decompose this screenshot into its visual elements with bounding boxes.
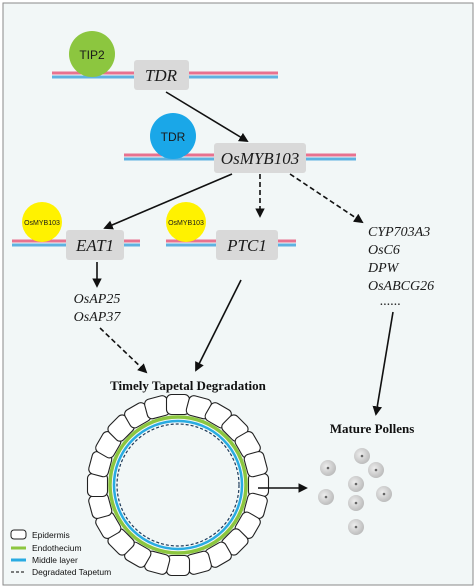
eat1-gene-box: EAT1 [66,230,124,260]
osap25-label: OsAP25 [74,292,121,307]
legend-label-degradated-tapetum: Degradated Tapetum [32,567,111,577]
osabcg26-label: OsABCG26 [368,279,434,294]
osmyb103-ptc1-label: OsMYB103 [168,220,204,227]
tdr-gene-box: TDR [134,60,189,90]
arrow-ptc1-to-degradation [195,279,242,372]
middle-layer-ring [112,419,244,551]
cyp703a3-label: CYP703A3 [368,225,430,240]
pollen-grain [348,519,364,535]
arrow-osmyb103-to-eat1 [103,173,233,230]
legend-item-epidermis: Epidermis [10,529,70,540]
pollen-grain [348,476,364,492]
osmyb103-circle-ptc1: OsMYB103 [166,202,206,242]
ptc1-gene-label: PTC1 [226,236,267,255]
osmyb103-eat1-label: OsMYB103 [24,220,60,227]
legend-label-epidermis: Epidermis [32,530,70,540]
tdr-gene-label: TDR [145,66,178,85]
arrow-osmyb103-to-targets [289,173,364,224]
osc6-label: OsC6 [368,243,400,258]
legend: Epidermis Endothecium Middle layer Degra… [10,529,111,577]
arrow-osap-to-degradation [99,327,148,374]
osmyb103-gene-label: OsMYB103 [221,149,299,168]
dpw-label: DPW [367,261,400,276]
pollen-grains [318,448,392,535]
legend-item-middle-layer: Middle layer [11,555,78,565]
rounded-box-icon [10,529,27,540]
legend-item-degradated-tapetum: Degradated Tapetum [11,567,111,577]
tip2-circle: TIP2 [69,31,115,77]
pollen-grain [320,460,336,476]
arrow-targets-to-pollens [372,311,394,416]
tdr-protein-circle: TDR [150,113,196,159]
degradated-tapetum-ring [116,423,240,547]
pollen-grain [354,448,370,464]
osmyb103-gene-box: OsMYB103 [214,143,306,173]
pollen-grain [348,495,364,511]
pollen-grain [376,486,392,502]
tdr-protein-label: TDR [161,130,186,144]
legend-label-endothecium: Endothecium [32,543,82,553]
osap37-label: OsAP37 [74,310,122,325]
legend-label-middle-layer: Middle layer [32,555,78,565]
pollen-grain [318,489,334,505]
tip2-label: TIP2 [79,48,105,62]
timely-tapetal-degradation-label: Timely Tapetal Degradation [110,378,267,393]
arrow-tdr-to-osmyb103 [165,91,249,142]
mature-pollens-label: Mature Pollens [330,421,415,436]
ellipsis-label: ...... [380,294,401,309]
ptc1-gene-box: PTC1 [216,230,278,260]
anther-cross-section [86,393,270,577]
eat1-gene-label: EAT1 [75,236,114,255]
osmyb103-circle-eat1: OsMYB103 [22,202,62,242]
osmyb103-target-list: CYP703A3 OsC6 DPW OsABCG26 ...... [367,225,434,309]
epidermis-cell [243,451,268,478]
legend-item-endothecium: Endothecium [11,543,82,553]
pollen-grain [368,462,384,478]
endothecium-ring [108,415,248,555]
